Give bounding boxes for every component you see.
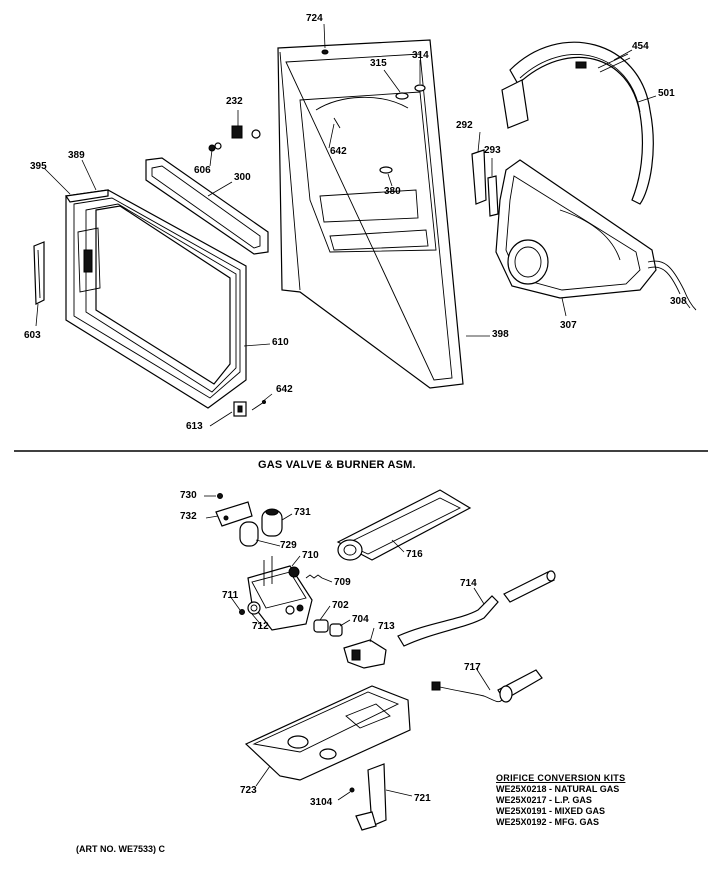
gasket-300 bbox=[145, 157, 269, 255]
orifice-kits-list: ORIFICE CONVERSION KITS WE25X0218 - NATU… bbox=[496, 773, 625, 828]
part-label-3104: 3104 bbox=[310, 797, 333, 808]
bulkhead-307 bbox=[495, 159, 657, 299]
door-assembly bbox=[64, 189, 247, 409]
part-label-723: 723 bbox=[240, 785, 257, 796]
orifice-702-704 bbox=[313, 619, 343, 637]
part-label-731: 731 bbox=[294, 507, 311, 518]
bracket-721 bbox=[355, 763, 387, 831]
igniter-717 bbox=[431, 669, 543, 703]
part-label-642-lower: 642 bbox=[276, 384, 293, 395]
part-label-732: 732 bbox=[180, 511, 197, 522]
part-label-501: 501 bbox=[658, 88, 675, 99]
part-label-721: 721 bbox=[414, 793, 431, 804]
small-parts-232-606 bbox=[208, 125, 261, 152]
hinge-613 bbox=[233, 400, 266, 417]
strip-454 bbox=[597, 53, 631, 73]
part-label-712: 712 bbox=[252, 621, 269, 632]
part-label-300: 300 bbox=[234, 172, 251, 183]
orifice-kits-title: ORIFICE CONVERSION KITS bbox=[496, 773, 626, 783]
section-heading: GAS VALVE & BURNER ASM. bbox=[258, 459, 416, 471]
part-label-704: 704 bbox=[352, 614, 369, 625]
valve-parts-730-732 bbox=[215, 493, 253, 527]
part-label-711: 711 bbox=[222, 590, 239, 601]
part-label-398: 398 bbox=[492, 329, 509, 340]
orifice-kit-row: WE25X0217 - L.P. GAS bbox=[496, 795, 592, 805]
orifice-kit-row: WE25X0191 - MIXED GAS bbox=[496, 806, 606, 816]
part-label-307: 307 bbox=[560, 320, 577, 331]
fittings-711-712 bbox=[239, 601, 261, 615]
part-label-314: 314 bbox=[412, 50, 429, 61]
part-label-729: 729 bbox=[280, 540, 297, 551]
cord-308 bbox=[647, 260, 697, 311]
part-label-380: 380 bbox=[384, 186, 401, 197]
part-label-395: 395 bbox=[30, 161, 47, 172]
elbow-713 bbox=[343, 639, 387, 669]
orifice-kit-row: WE25X0192 - MFG. GAS bbox=[496, 817, 600, 827]
part-label-702: 702 bbox=[332, 600, 349, 611]
spring-709 bbox=[305, 574, 323, 579]
part-label-710: 710 bbox=[302, 550, 319, 561]
gas-valve-710 bbox=[247, 556, 313, 631]
part-label-724: 724 bbox=[306, 13, 323, 24]
burner-tube-714 bbox=[397, 595, 499, 647]
part-label-292: 292 bbox=[456, 120, 473, 131]
part-label-730: 730 bbox=[180, 490, 197, 501]
part-label-293: 293 bbox=[484, 145, 501, 156]
part-label-717: 717 bbox=[464, 662, 481, 673]
part-label-713: 713 bbox=[378, 621, 395, 632]
front-panel-398 bbox=[277, 39, 464, 389]
part-label-716: 716 bbox=[406, 549, 423, 560]
part-label-642-upper: 642 bbox=[330, 146, 347, 157]
part-label-389: 389 bbox=[68, 150, 85, 161]
orifice-kit-row: WE25X0218 - NATURAL GAS bbox=[496, 784, 620, 794]
part-label-610: 610 bbox=[272, 337, 289, 348]
part-label-606: 606 bbox=[194, 165, 211, 176]
burner-716 bbox=[336, 489, 472, 561]
part-label-603: 603 bbox=[24, 330, 41, 341]
door-handle-603 bbox=[33, 241, 45, 305]
part-label-308: 308 bbox=[670, 296, 687, 307]
burner-bracket-723 bbox=[244, 685, 411, 781]
bulkhead-ring-501 bbox=[501, 41, 654, 205]
valve-coils-729-731 bbox=[239, 508, 283, 547]
part-label-709: 709 bbox=[334, 577, 351, 588]
part-label-613: 613 bbox=[186, 421, 203, 432]
leader-lines bbox=[35, 23, 691, 801]
part-label-714: 714 bbox=[460, 578, 477, 589]
part-label-232: 232 bbox=[226, 96, 243, 107]
brackets-292-293 bbox=[471, 149, 499, 217]
part-label-315: 315 bbox=[370, 58, 387, 69]
screws-top bbox=[321, 49, 426, 174]
art-number: (ART NO. WE7533) C bbox=[76, 844, 166, 854]
tube-cylinder bbox=[503, 570, 556, 603]
part-label-454: 454 bbox=[632, 41, 649, 52]
